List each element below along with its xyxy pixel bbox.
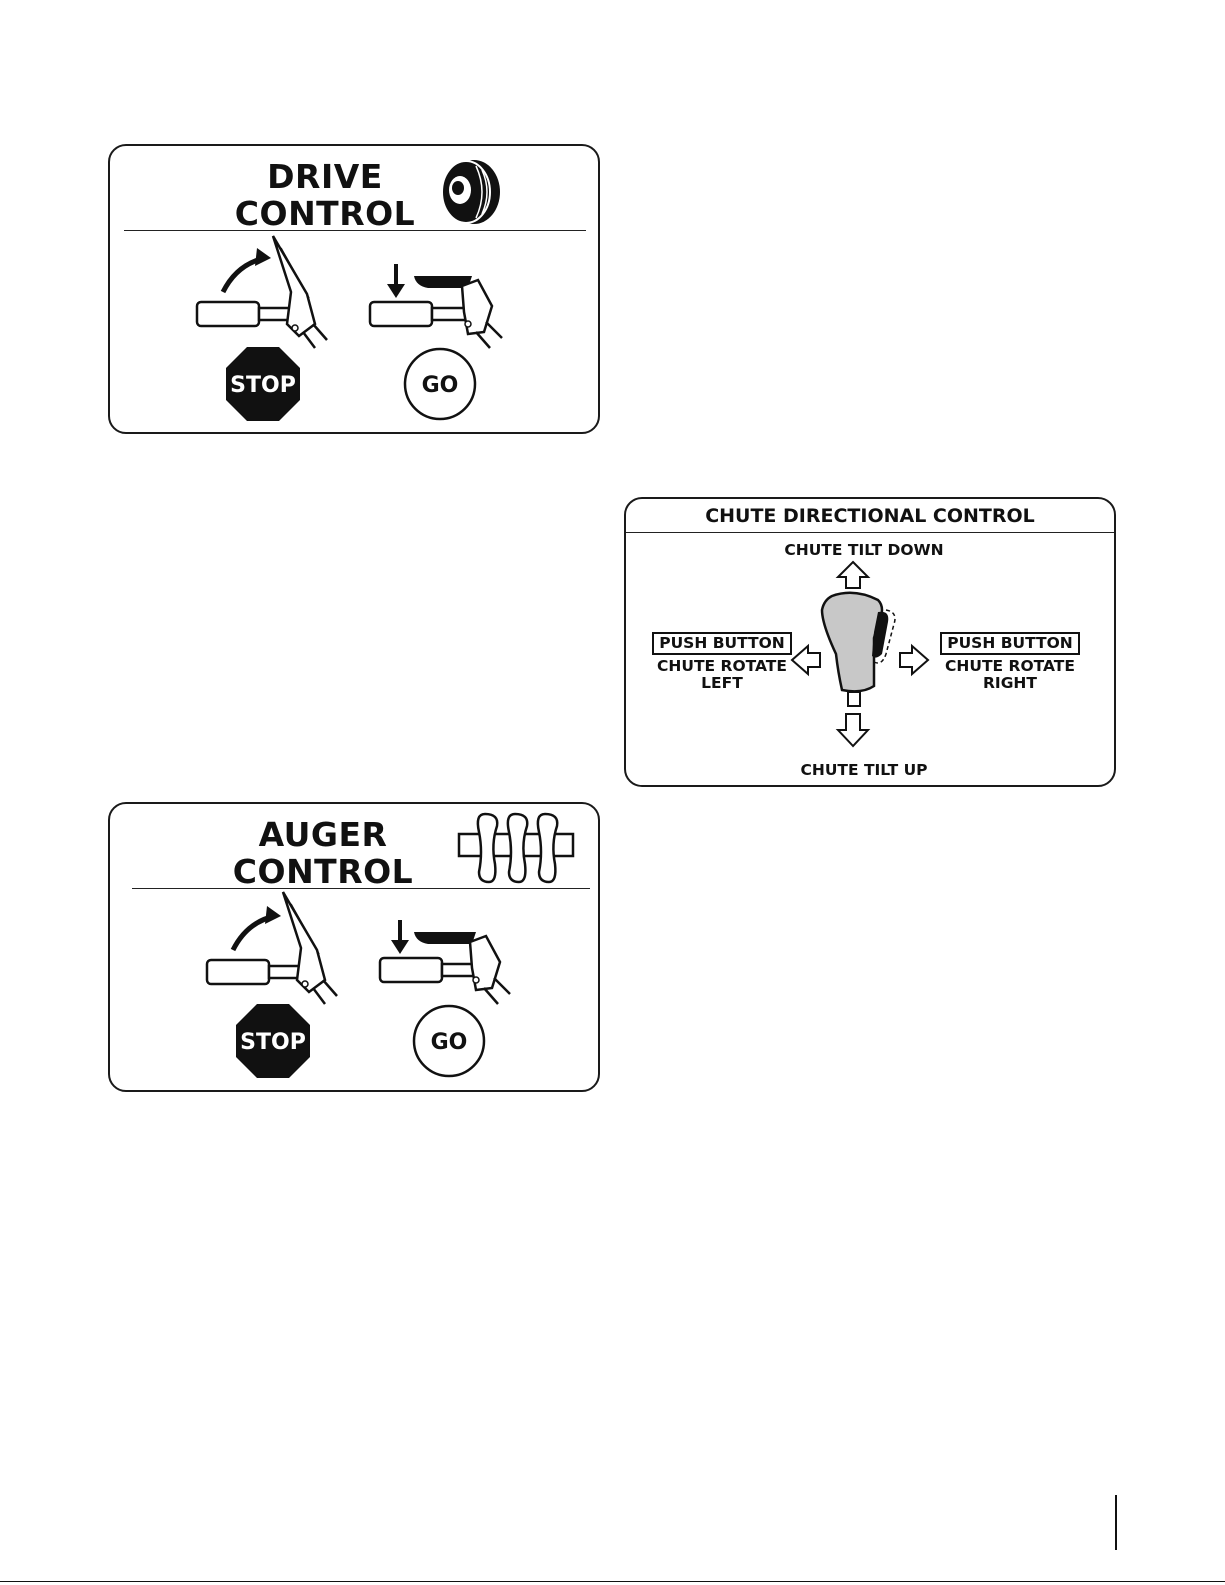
rotate-left-arrow-icon [792,646,820,674]
drive-title-divider [124,230,586,231]
chute-title-divider [626,532,1114,533]
joystick-icon [790,562,940,754]
auger-title-divider [132,888,590,889]
push-button-left-label: PUSH BUTTON [652,632,792,655]
tilt-down-arrow-icon [838,562,868,588]
auger-icon [457,812,577,884]
drive-go-sign: GO [402,346,478,422]
auger-stop-label: STOP [240,1030,306,1055]
drive-control-title: DRIVE CONTROL [210,158,440,232]
drive-title-line1: DRIVE [210,158,440,195]
auger-go-lever-icon [378,918,528,1008]
tilt-up-arrow-icon [838,714,868,746]
auger-stop-lever-icon [205,888,355,1008]
wheel-icon [430,156,510,228]
drive-stop-label: STOP [230,373,296,398]
chute-rotate-right-group: PUSH BUTTON CHUTE ROTATE RIGHT [940,632,1080,692]
chute-rotate-right-line1: CHUTE ROTATE [940,658,1080,675]
auger-go-sign: GO [411,1003,487,1079]
drive-stop-lever-icon [195,232,345,352]
auger-stop-sign: STOP [235,1003,311,1079]
chute-tilt-up-label: CHUTE TILT UP [764,762,964,779]
chute-tilt-down-label: CHUTE TILT DOWN [764,542,964,559]
drive-title-line2: CONTROL [210,195,440,232]
page-bottom-rule [0,1581,1225,1582]
drive-go-label: GO [422,373,459,398]
drive-go-lever-icon [368,262,518,352]
auger-control-title: AUGER CONTROL [208,816,438,890]
chute-rotate-left-line2: LEFT [652,675,792,692]
drive-stop-sign: STOP [225,346,301,422]
rotate-right-arrow-icon [900,646,928,674]
page-margin-rule [1115,1495,1117,1550]
chute-control-title: CHUTE DIRECTIONAL CONTROL [626,504,1114,528]
chute-rotate-right-line2: RIGHT [940,675,1080,692]
auger-title-line1: AUGER [208,816,438,853]
auger-title-line2: CONTROL [208,853,438,890]
auger-go-label: GO [431,1030,468,1055]
push-button-right-label: PUSH BUTTON [940,632,1080,655]
drive-control-panel: DRIVE CONTROL [108,144,600,434]
chute-rotate-left-group: PUSH BUTTON CHUTE ROTATE LEFT [652,632,792,692]
chute-rotate-left-line1: CHUTE ROTATE [652,658,792,675]
